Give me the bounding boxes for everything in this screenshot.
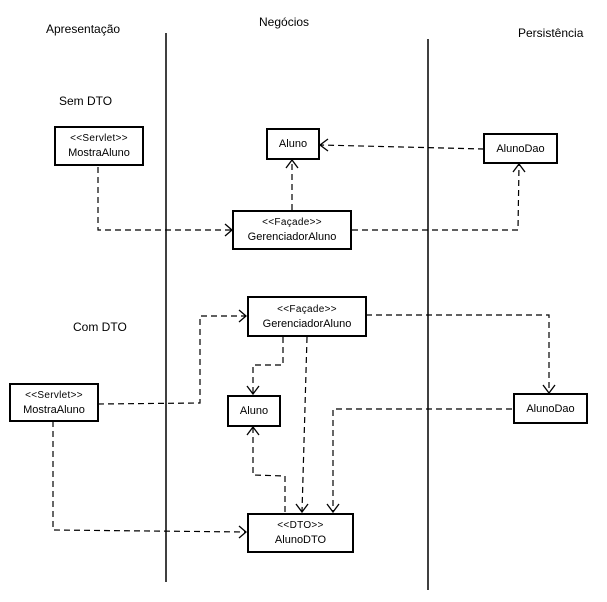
arrowhead-icon — [285, 158, 299, 169]
arrowhead-icon — [238, 309, 247, 323]
arrowhead-icon — [295, 503, 309, 514]
section-label-sem-dto: Sem DTO — [59, 94, 113, 108]
dep-facade-to-dao-sem — [352, 163, 520, 231]
dep-facade-to-dto-com — [301, 336, 308, 513]
section-label-com-dto: Com DTO — [73, 320, 127, 334]
dep-facade-to-aluno-com — [252, 337, 284, 394]
dep-servlet-to-facade-sem — [97, 167, 232, 231]
stereotype: <<Façade>> — [262, 217, 322, 228]
dep-dao-to-dto-com — [332, 408, 512, 512]
class-box-facade-gerenciadoraluno-com[interactable]: <<Façade>> GerenciadorAluno — [247, 296, 367, 337]
layer-title-presentation: Apresentação — [46, 22, 121, 36]
class-box-aluno-sem[interactable]: Aluno — [266, 128, 320, 160]
arrowhead-icon — [318, 138, 329, 152]
stereotype: <<DTO>> — [277, 520, 324, 531]
class-box-servlet-mostraaluno-com[interactable]: <<Servlet>> MostraAluno — [9, 383, 99, 422]
class-name: Aluno — [278, 138, 308, 150]
dep-facade-to-dao-com — [366, 314, 550, 393]
class-box-facade-gerenciadoraluno-sem[interactable]: <<Façade>> GerenciadorAluno — [232, 210, 352, 250]
stereotype: <<Façade>> — [277, 303, 337, 315]
class-box-aluno-com[interactable]: Aluno — [227, 395, 281, 427]
class-box-alunodao-sem[interactable]: AlunoDao — [483, 133, 558, 164]
arrowhead-icon — [238, 525, 247, 539]
arrowhead-icon — [512, 162, 526, 173]
class-name: MostraAluno — [23, 403, 85, 416]
layer-title-persistence: Persistência — [518, 26, 584, 40]
class-name: AlunoDao — [496, 142, 545, 155]
dep-servlet-to-facade-com — [97, 315, 246, 405]
stereotype: <<Servlet>> — [25, 389, 83, 401]
stereotype: <<Servlet>> — [70, 133, 128, 144]
class-box-dto-alunodto-com[interactable]: <<DTO>> AlunoDTO — [247, 513, 354, 553]
class-name: MostraAluno — [68, 147, 130, 159]
arrowhead-icon — [246, 425, 260, 436]
layer-title-business: Negócios — [259, 15, 310, 29]
dep-dao-to-aluno-sem — [319, 144, 485, 150]
dep-servlet-to-dto-com — [52, 421, 247, 533]
arrowhead-icon — [326, 503, 340, 514]
class-box-servlet-mostraaluno-sem[interactable]: <<Servlet>> MostraAluno — [54, 126, 144, 166]
class-box-alunodao-com[interactable]: AlunoDao — [513, 393, 588, 424]
arrowhead-icon — [246, 385, 260, 396]
class-name: AlunoDao — [526, 402, 575, 415]
class-name: Aluno — [239, 405, 269, 417]
dep-dto-to-aluno-com — [252, 427, 286, 512]
class-name: GerenciadorAluno — [262, 317, 352, 330]
class-name: GerenciadorAluno — [247, 231, 337, 243]
class-name: AlunoDTO — [274, 534, 327, 546]
